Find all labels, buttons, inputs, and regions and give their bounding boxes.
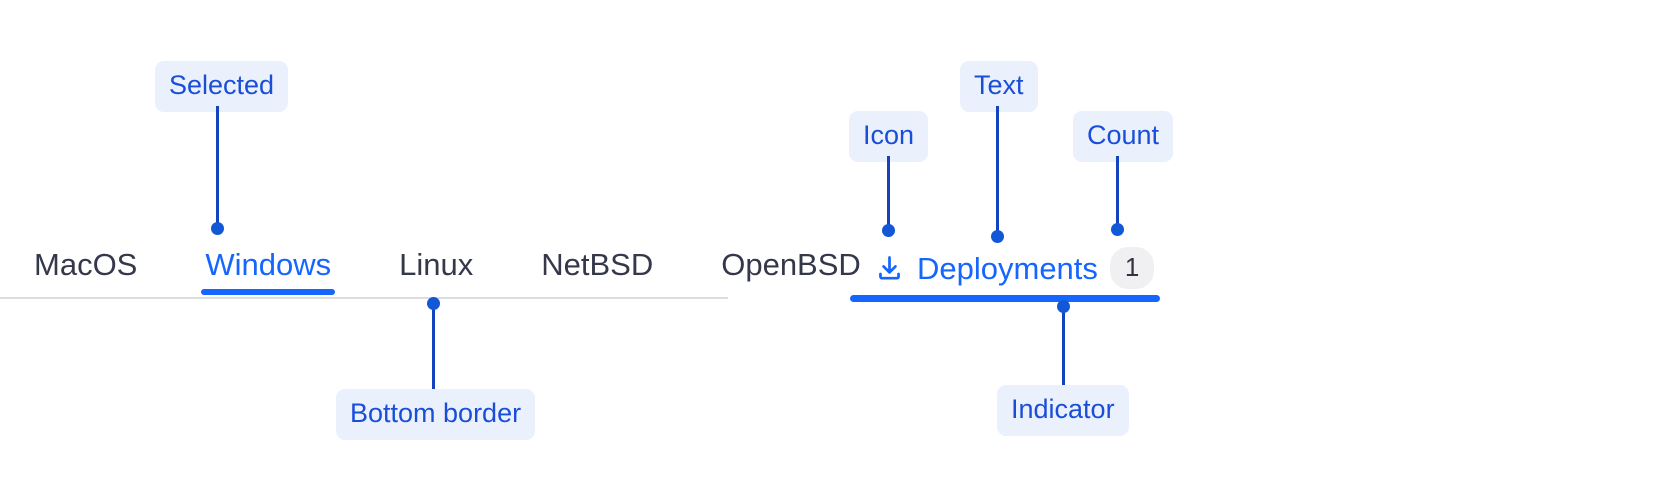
annotation-indicator-dot xyxy=(1057,300,1070,313)
tab-bar: MacOS Windows Linux NetBSD OpenBSD xyxy=(0,243,861,301)
tab-label: Linux xyxy=(399,247,474,282)
annotation-selected-dot xyxy=(211,222,224,235)
tab-list: MacOS Windows Linux NetBSD OpenBSD xyxy=(0,243,895,297)
annotation-count-dot xyxy=(1111,223,1124,236)
deployments-tab-label: Deployments xyxy=(917,250,1098,286)
tab-label: Windows xyxy=(205,247,332,282)
annotation-count-leader xyxy=(1116,156,1119,229)
tab-windows[interactable]: Windows xyxy=(201,243,336,295)
deployments-tab: Deployments 1 xyxy=(850,243,1162,302)
annotation-selected-label: Selected xyxy=(155,61,289,112)
annotation-selected-leader xyxy=(216,106,219,228)
annotation-text-label: Text xyxy=(960,61,1038,112)
deployments-count-badge: 1 xyxy=(1109,247,1155,289)
tab-label: OpenBSD xyxy=(721,247,861,282)
annotation-bottom-border-leader xyxy=(432,304,435,389)
tab-openbsd[interactable]: OpenBSD xyxy=(721,243,861,280)
annotation-icon-leader xyxy=(887,156,890,230)
tab-bar-bottom-border xyxy=(0,297,728,299)
deployments-tab-button[interactable]: Deployments 1 xyxy=(850,243,1155,289)
tab-linux[interactable]: Linux xyxy=(399,243,473,280)
annotation-icon-label: Icon xyxy=(849,111,929,162)
annotation-text-leader xyxy=(996,106,999,236)
tab-selected-underline xyxy=(201,289,336,295)
annotation-text-dot xyxy=(991,230,1004,243)
deployments-tab-indicator xyxy=(850,295,1160,302)
download-icon xyxy=(879,255,900,280)
tab-netbsd[interactable]: NetBSD xyxy=(541,243,653,280)
annotation-indicator-leader xyxy=(1062,306,1065,385)
tab-macos[interactable]: MacOS xyxy=(34,243,137,280)
tab-label: MacOS xyxy=(34,247,138,282)
tab-label: NetBSD xyxy=(541,247,654,282)
annotation-bottom-border-label: Bottom border xyxy=(336,389,536,440)
annotation-bottom-border-dot xyxy=(427,297,440,310)
annotation-count-label: Count xyxy=(1073,111,1174,162)
annotation-indicator-label: Indicator xyxy=(997,385,1129,436)
annotation-icon-dot xyxy=(882,224,895,237)
